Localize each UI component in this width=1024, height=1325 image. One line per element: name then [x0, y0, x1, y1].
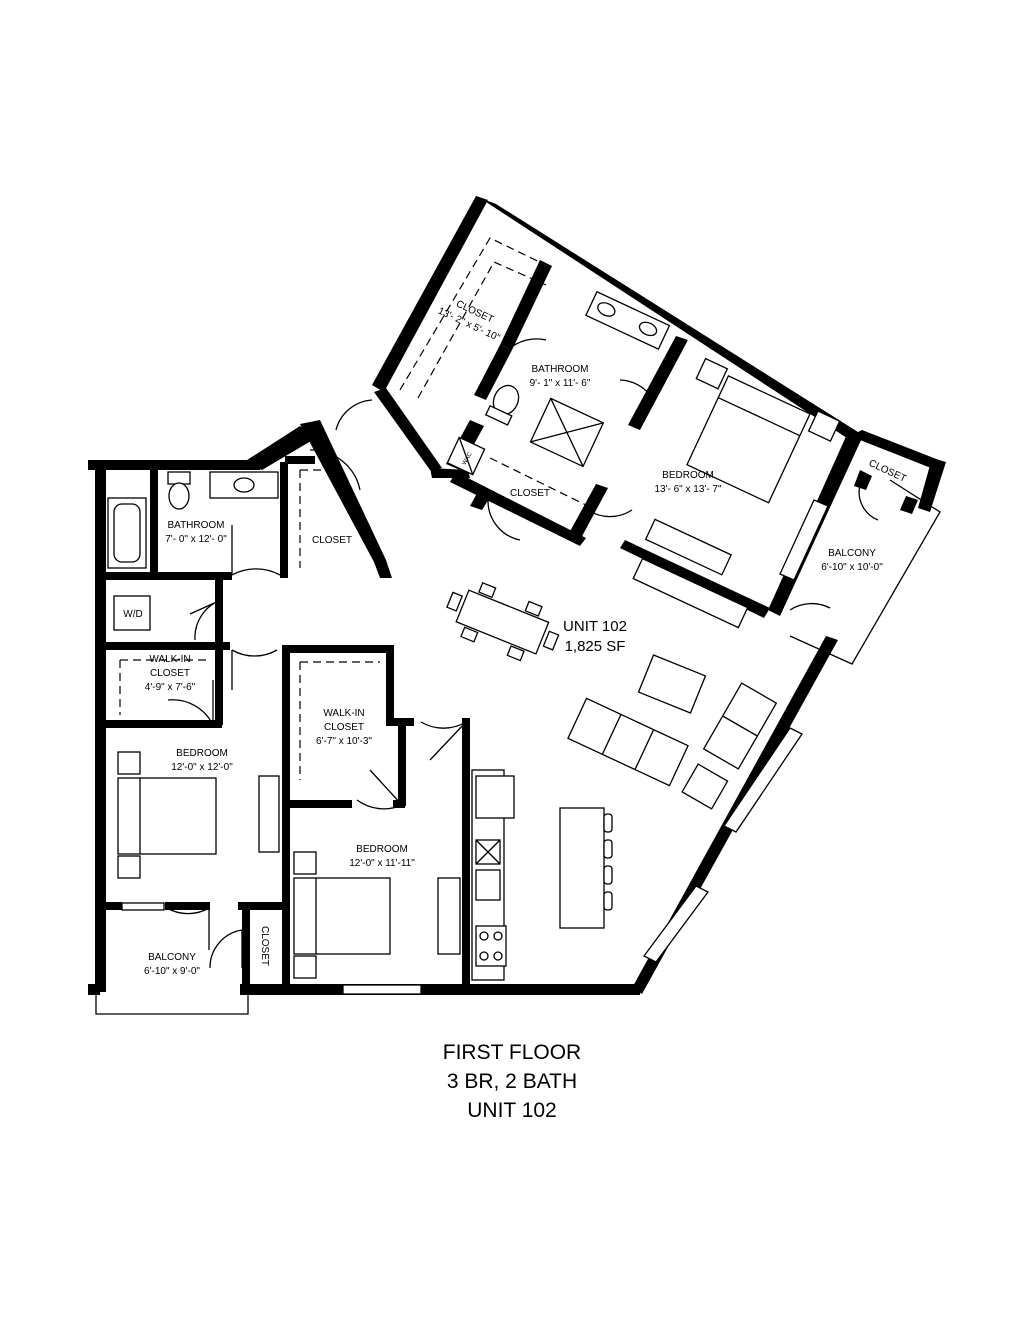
svg-text:CLOSET: CLOSET — [150, 668, 190, 679]
svg-text:CLOSET: CLOSET — [324, 722, 364, 733]
svg-text:9'- 1" x 11'- 6": 9'- 1" x 11'- 6" — [530, 378, 591, 389]
svg-text:CLOSET: CLOSET — [312, 535, 352, 546]
room-bathroom-2: BATHROOM 7'- 0" x 12'- 0" — [165, 520, 227, 545]
svg-text:BATHROOM: BATHROOM — [167, 520, 224, 531]
room-bedroom-2: BEDROOM 12'-0" x 12'-0" — [171, 748, 233, 773]
svg-text:7'- 0" x 12'- 0": 7'- 0" x 12'- 0" — [165, 534, 227, 545]
room-wd: W/D — [123, 609, 142, 620]
balcony-outlines — [95, 479, 941, 1015]
svg-text:6'-7" x 10'-3": 6'-7" x 10'-3" — [316, 736, 372, 747]
caption-unit: UNIT 102 — [467, 1099, 557, 1122]
windows — [121, 499, 829, 995]
room-walkin-2: WALK-IN CLOSET 6'-7" x 10'-3" — [316, 708, 372, 747]
room-bedroom-master: BEDROOM 13'- 6" x 13'- 7" — [654, 470, 722, 495]
room-balcony-2: BALCONY 6'-10" x 9'-0" — [144, 952, 200, 977]
svg-text:BEDROOM: BEDROOM — [176, 748, 228, 759]
svg-text:CLOSET: CLOSET — [510, 488, 550, 499]
svg-text:BEDROOM: BEDROOM — [662, 470, 714, 481]
svg-text:WALK-IN: WALK-IN — [149, 654, 190, 665]
svg-text:BEDROOM: BEDROOM — [356, 844, 408, 855]
doors — [166, 338, 879, 969]
caption-floor: FIRST FLOOR — [442, 1041, 582, 1064]
furniture — [107, 290, 841, 981]
svg-text:12'-0" x 11'-11": 12'-0" x 11'-11" — [349, 858, 415, 869]
svg-text:CLOSET: CLOSET — [259, 926, 270, 966]
svg-text:BALCONY: BALCONY — [148, 952, 196, 963]
plan-caption: FIRST FLOOR 3 BR, 2 BATH UNIT 102 — [0, 1038, 1024, 1125]
room-closet-balcony: CLOSET — [867, 458, 908, 485]
room-bedroom-3: BEDROOM 12'-0" x 11'-11" — [349, 844, 415, 869]
svg-text:BALCONY: BALCONY — [828, 548, 876, 559]
room-closet-hall: CLOSET — [510, 488, 550, 499]
svg-text:4'-9" x 7'-6": 4'-9" x 7'-6" — [145, 682, 196, 693]
room-closet-small: CLOSET — [259, 926, 270, 966]
room-closet-entry: CLOSET — [312, 535, 352, 546]
svg-text:BATHROOM: BATHROOM — [531, 364, 588, 375]
room-walkin-1: WALK-IN CLOSET 4'-9" x 7'-6" — [145, 654, 196, 693]
svg-text:6'-10" x 9'-0": 6'-10" x 9'-0" — [144, 966, 200, 977]
svg-text:W/D: W/D — [123, 609, 142, 620]
closet-shelves — [119, 237, 589, 780]
svg-text:1,825 SF: 1,825 SF — [565, 638, 626, 655]
svg-text:UNIT 102: UNIT 102 — [563, 618, 627, 635]
svg-text:CLOSET: CLOSET — [867, 458, 908, 485]
room-balcony-master: BALCONY 6'-10" x 10'-0" — [821, 548, 883, 573]
room-bathroom-master: BATHROOM 9'- 1" x 11'- 6" — [530, 364, 591, 389]
svg-text:12'-0" x 12'-0": 12'-0" x 12'-0" — [171, 762, 233, 773]
svg-text:WALK-IN: WALK-IN — [323, 708, 364, 719]
interior-walls — [100, 260, 918, 990]
svg-text:13'- 6" x 13'- 7": 13'- 6" x 13'- 7" — [654, 484, 722, 495]
caption-layout: 3 BR, 2 BATH — [446, 1070, 578, 1093]
unit-label: UNIT 102 1,825 SF — [563, 618, 627, 655]
svg-text:6'-10" x 10'-0": 6'-10" x 10'-0" — [821, 562, 883, 573]
